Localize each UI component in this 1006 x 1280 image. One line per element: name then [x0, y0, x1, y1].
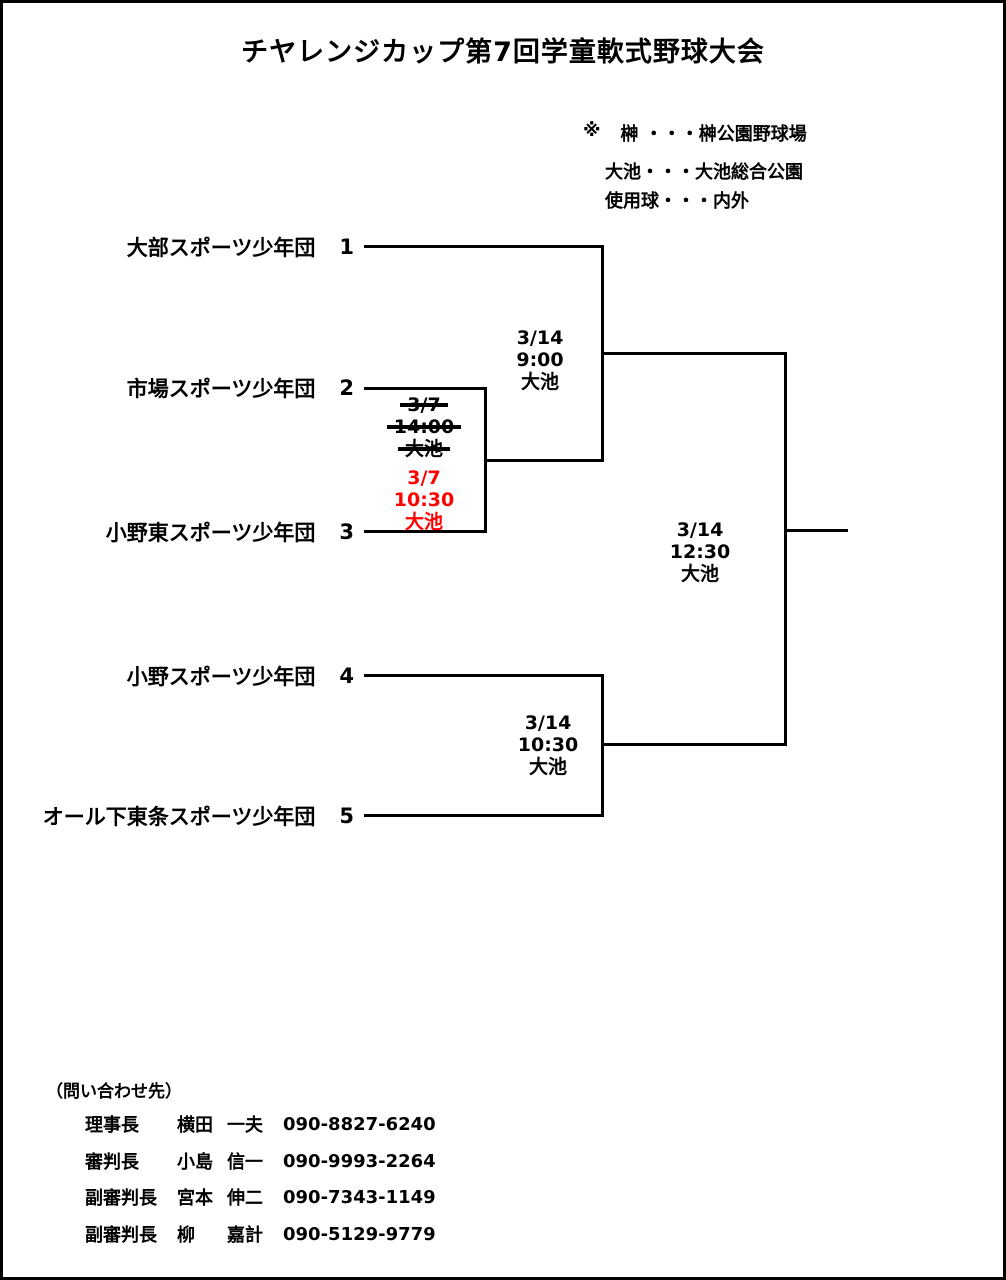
- match-venue: 大池: [404, 511, 443, 533]
- match-venue: 大池: [680, 563, 719, 585]
- contact-row: 理事長 横田 一夫 090-8827-6240: [85, 1111, 436, 1137]
- contact-row: 審判長 小島 信一 090-9993-2264: [85, 1148, 436, 1174]
- match-date: 3/14: [676, 519, 724, 541]
- bracket-line-team3: [364, 530, 487, 533]
- team-seed: 5: [339, 804, 354, 828]
- bracket-line-team1: [364, 245, 604, 248]
- team-name: オール下東条スポーツ少年団: [42, 805, 316, 829]
- team-label-2: 市場スポーツ少年団 2: [40, 374, 354, 402]
- team-seed: 2: [339, 376, 354, 400]
- match-note-semifinal2: 3/14 10:30 大池: [500, 712, 596, 778]
- contact-phone: 090-7343-1149: [283, 1186, 436, 1208]
- contact-row: 副審判長 宮本 伸二 090-7343-1149: [85, 1184, 436, 1210]
- contact-last-name: 小島: [177, 1152, 213, 1173]
- bracket-line-semifinal2-winner: [601, 743, 787, 746]
- legend-ball-type: 使用球・・・内外: [605, 191, 749, 212]
- bracket-line-champion: [784, 529, 848, 532]
- team-label-5: オール下東条スポーツ少年団 5: [40, 802, 354, 830]
- bracket-line-team5: [364, 814, 604, 817]
- team-name: 市場スポーツ少年団: [126, 377, 316, 401]
- team-seed: 3: [339, 520, 354, 544]
- bracket-line-team4: [364, 674, 604, 677]
- team-seed: 1: [339, 235, 354, 259]
- contact-row: 副審判長 柳 嘉計 090-5129-9779: [85, 1221, 436, 1247]
- page-title: チヤレンジカップ第7回学童軟式野球大会: [241, 37, 765, 68]
- match-note-semifinal1: 3/14 9:00 大池: [492, 327, 588, 393]
- match-date-cancelled: 3/7: [400, 394, 449, 416]
- legend-venue-sakaki-text: 榊 ・・・榊公園野球場: [620, 124, 807, 145]
- contact-first-name: 嘉計: [227, 1225, 263, 1246]
- contact-phone: 090-5129-9779: [283, 1223, 436, 1245]
- contact-last-name: 宮本: [177, 1188, 213, 1209]
- match-note-round1-cancelled: 3/7 14:00 大池: [376, 394, 472, 460]
- contact-role: 理事長: [85, 1115, 139, 1136]
- team-name: 小野東スポーツ少年団: [105, 521, 316, 545]
- match-note-final: 3/14 12:30 大池: [652, 519, 748, 585]
- team-label-4: 小野スポーツ少年団 4: [40, 662, 354, 690]
- contact-first-name: 伸二: [227, 1188, 263, 1209]
- legend-venue-sakaki: ※ 榊 ・・・榊公園野球場: [583, 120, 807, 146]
- contact-first-name: 信一: [227, 1152, 263, 1173]
- match-note-round1-rescheduled: 3/7 10:30 大池: [376, 467, 472, 533]
- match-time-cancelled: 14:00: [386, 416, 462, 438]
- team-label-3: 小野東スポーツ少年団 3: [40, 518, 354, 546]
- match-time: 10:30: [517, 734, 579, 756]
- bracket-line-round1-winner: [484, 459, 604, 462]
- contact-role: 副審判長: [85, 1188, 157, 1209]
- match-time: 9:00: [516, 349, 564, 371]
- bracket-line-semifinal1-winner: [601, 352, 787, 355]
- contact-heading: （問い合わせ先）: [46, 1082, 182, 1102]
- match-venue-cancelled: 大池: [397, 438, 451, 460]
- contact-role: 審判長: [85, 1152, 139, 1173]
- match-date: 3/7: [407, 467, 441, 489]
- match-venue: 大池: [520, 371, 559, 393]
- team-name: 小野スポーツ少年団: [126, 665, 316, 689]
- team-label-1: 大部スポーツ少年団 1: [40, 233, 354, 261]
- legend-venue-oike: 大池・・・大池総合公園: [605, 162, 803, 183]
- team-name: 大部スポーツ少年団: [126, 236, 316, 260]
- team-seed: 4: [339, 664, 354, 688]
- contact-phone: 090-9993-2264: [283, 1150, 436, 1172]
- match-time: 12:30: [669, 541, 731, 563]
- contact-last-name: 横田: [177, 1115, 213, 1136]
- bracket-line-team2: [364, 387, 487, 390]
- match-date: 3/14: [516, 327, 564, 349]
- note-marker: ※: [583, 120, 601, 141]
- contact-role: 副審判長: [85, 1225, 157, 1246]
- match-date: 3/14: [524, 712, 572, 734]
- contact-phone: 090-8827-6240: [283, 1113, 436, 1135]
- match-time: 10:30: [393, 489, 455, 511]
- bracket-connector-final: [784, 352, 787, 746]
- match-venue: 大池: [528, 756, 567, 778]
- contact-first-name: 一夫: [227, 1115, 263, 1136]
- contact-last-name: 柳: [177, 1225, 195, 1246]
